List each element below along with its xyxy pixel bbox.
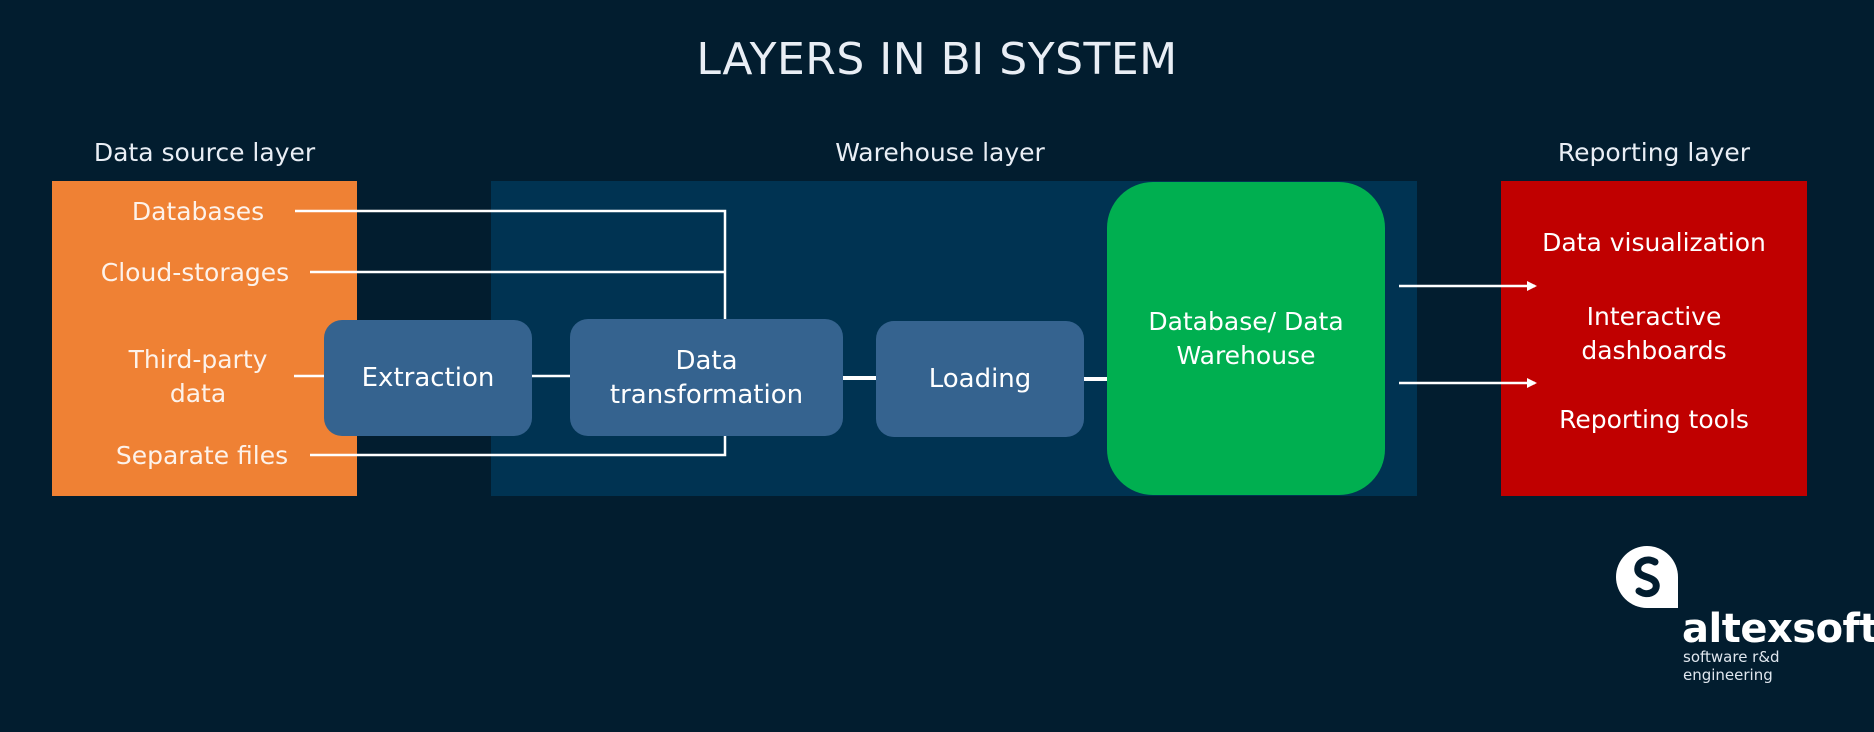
source-item-cloud-storages: Cloud-storages	[100, 258, 290, 287]
reporting-item-data-visualization: Data visualization	[1542, 228, 1766, 257]
reporting-layer-panel	[1501, 181, 1807, 496]
database-warehouse-box: Database/ Data Warehouse	[1107, 182, 1385, 495]
source-item-separate-files: Separate files	[115, 441, 289, 470]
databases-connector	[295, 209, 727, 320]
altexsoft-logo-icon	[1616, 546, 1678, 608]
reporting-layer-label: Reporting layer	[1557, 138, 1751, 167]
separate-files-connector	[310, 436, 727, 457]
reporting-item-reporting-tools: Reporting tools	[1559, 405, 1749, 434]
altexsoft-wordmark: altexsoft	[1682, 606, 1874, 652]
diagram-title: LAYERS IN BI SYSTEM	[696, 34, 1178, 85]
extraction-box: Extraction	[324, 320, 532, 436]
source-layer-panel	[52, 181, 357, 496]
source-item-databases: Databases	[131, 197, 265, 226]
reporting-item-interactive-dashboards: Interactive dashboards	[1581, 302, 1727, 365]
source-layer-label: Data source layer	[93, 138, 316, 167]
data-transformation-box: Data transformation	[570, 319, 843, 436]
warehouse-layer-label: Warehouse layer	[835, 138, 1045, 167]
loading-box: Loading	[876, 321, 1084, 437]
source-item-third-party-data: Third-party data	[128, 345, 268, 408]
altexsoft-tagline: software r&d engineering	[1683, 648, 1780, 684]
